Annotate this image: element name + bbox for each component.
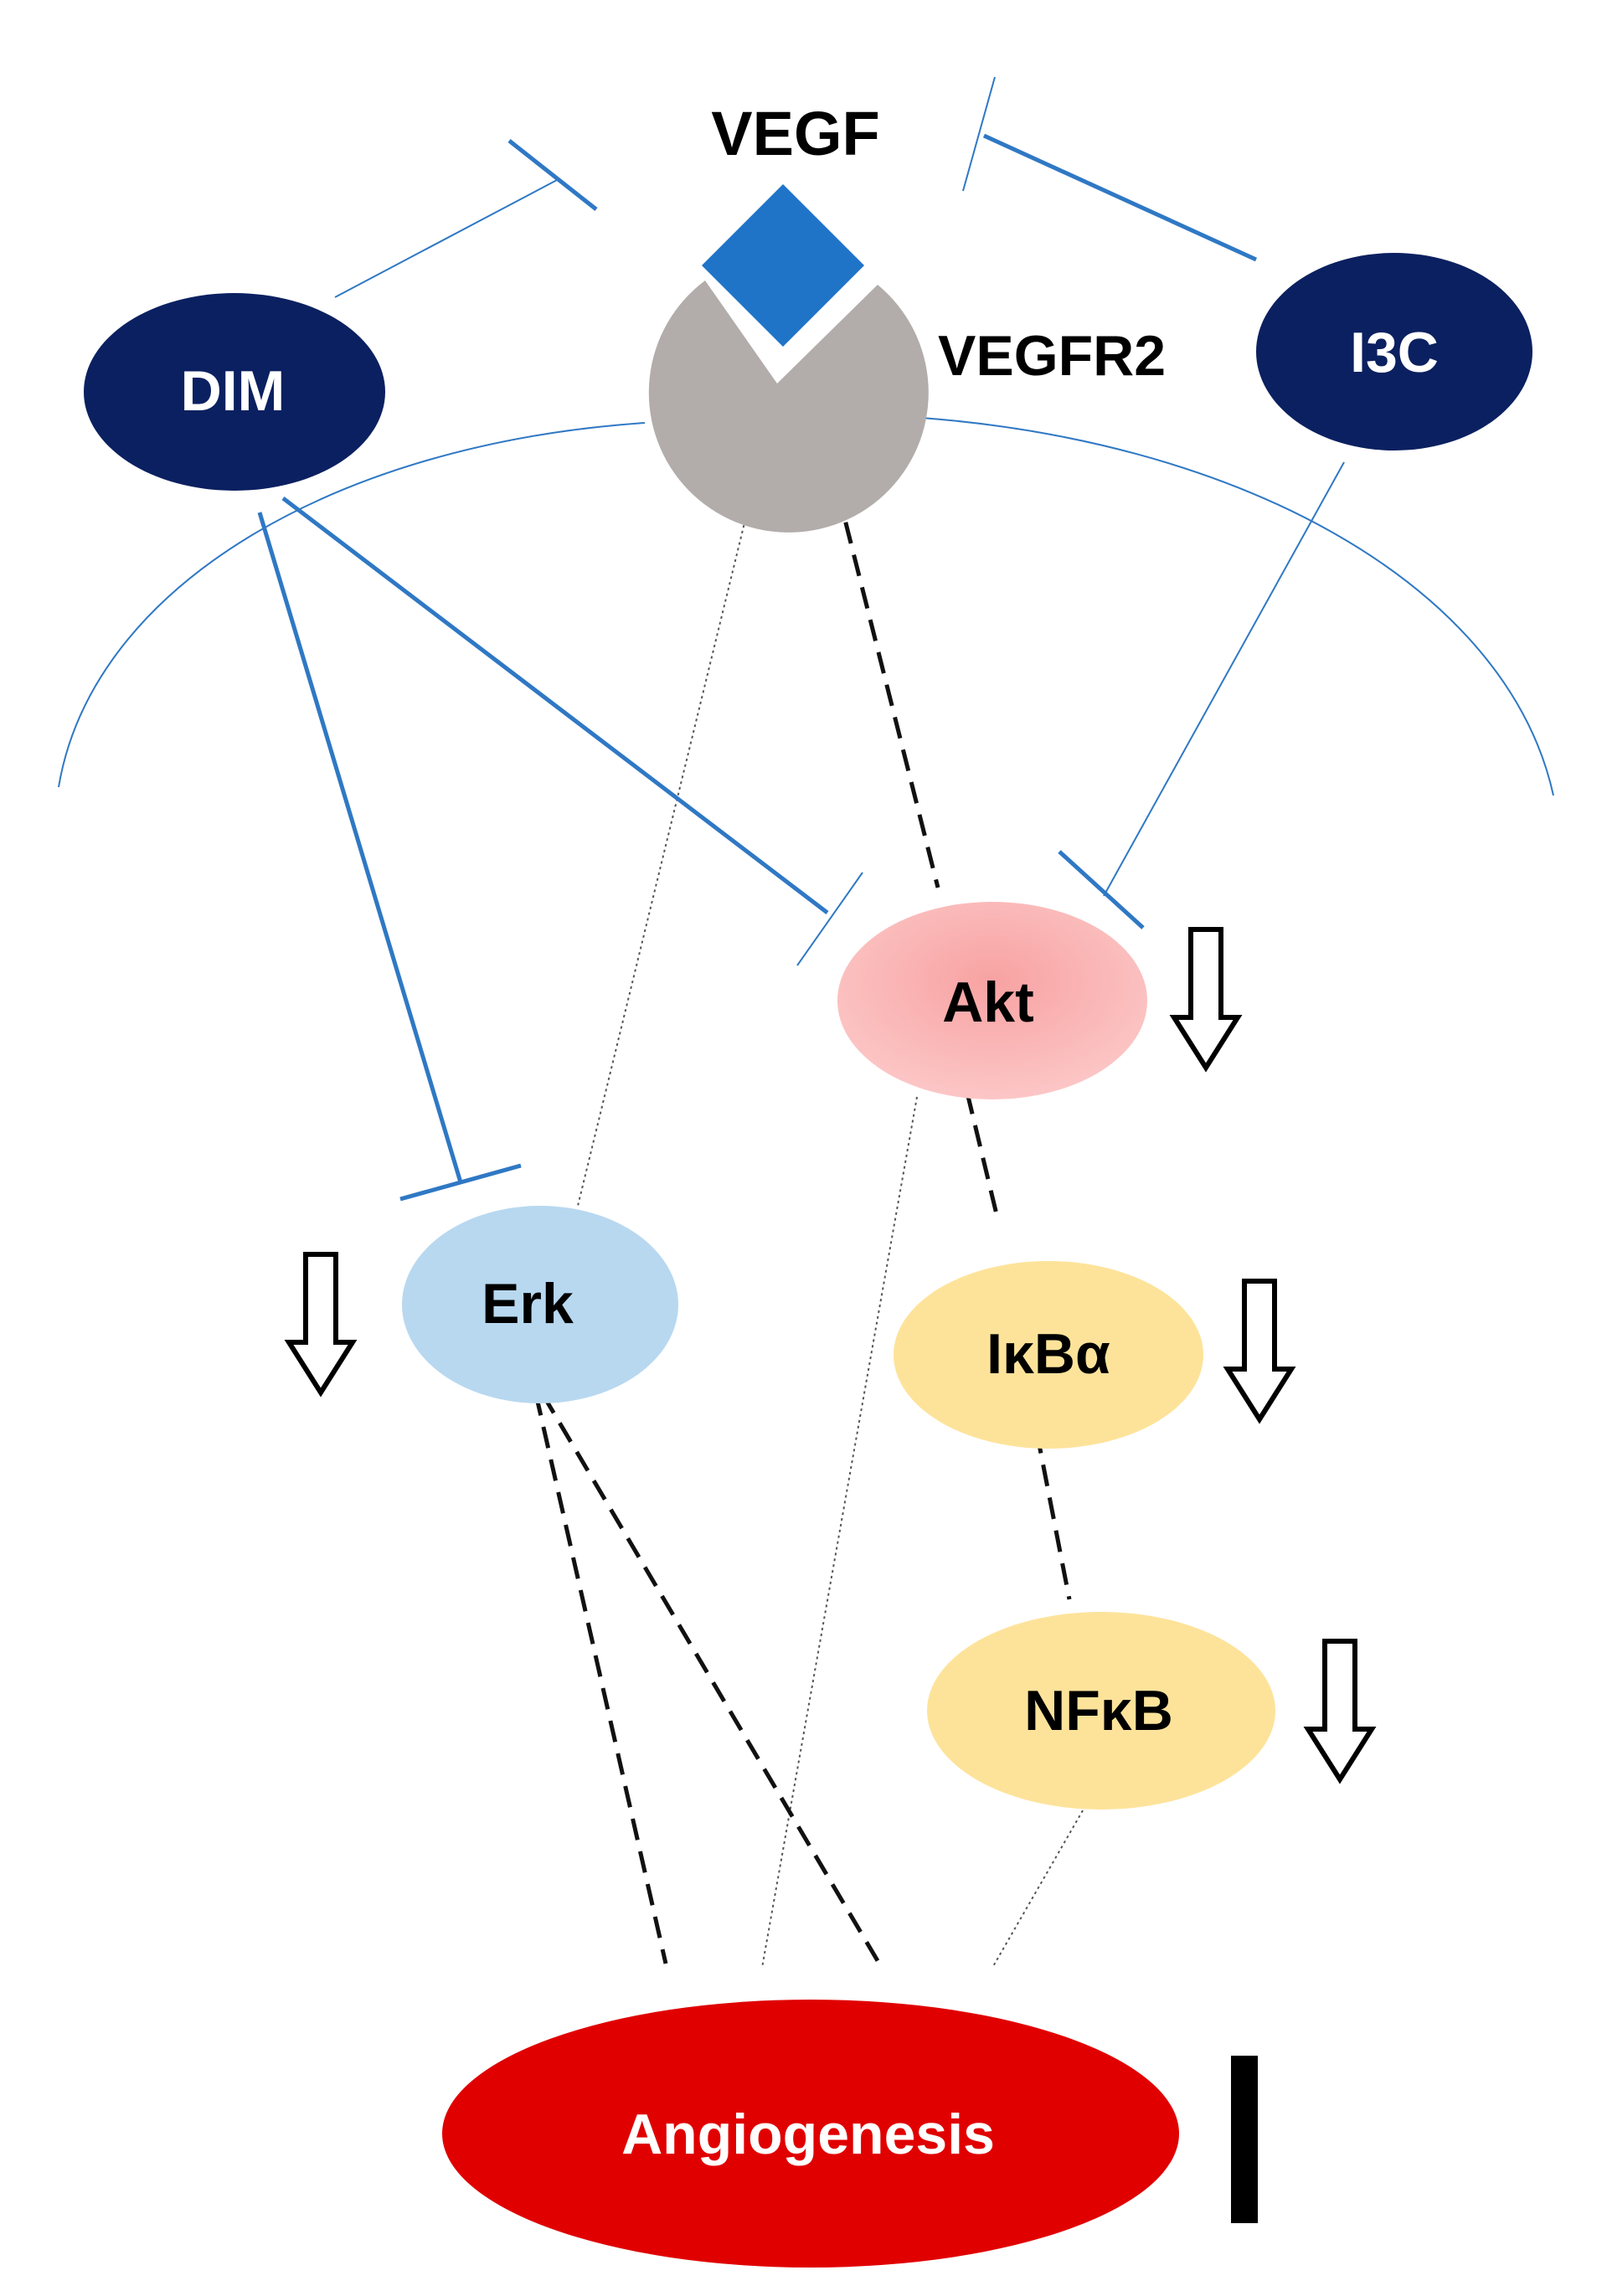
thin-dotted-links	[577, 502, 1089, 1969]
link-erk-angiogenesis-2	[540, 1393, 882, 1965]
down-arrows	[284, 927, 1377, 1784]
dashed-links	[533, 489, 1072, 1965]
link-ikba-nfkb	[1034, 1431, 1072, 1600]
inhibit-dim-erk-line	[257, 512, 463, 1183]
ikba-node	[894, 1261, 1203, 1449]
inhibition-links	[257, 76, 1345, 1202]
vegfr2-receptor	[648, 281, 929, 533]
akt-down-arrow-icon	[1169, 927, 1243, 1073]
angiogenesis-label: Angiogenesis	[621, 2103, 995, 2166]
nfkb-label: NFκB	[1024, 1679, 1173, 1743]
ikba-label: IκBα	[986, 1322, 1110, 1386]
link-vegfr2-akt	[835, 489, 940, 888]
erk-node	[402, 1206, 678, 1403]
inhibit-dim-akt-bar	[796, 872, 863, 966]
angiogenesis-inhibition-bar-icon	[1231, 2056, 1258, 2223]
vegfr2-shape	[648, 281, 929, 533]
i3c-label: I3C	[1350, 321, 1439, 384]
nfkb-node	[927, 1612, 1275, 1810]
link-akt-angiogenesis	[761, 1096, 918, 1969]
inhibit-dim-erk-bar	[399, 1163, 522, 1202]
link-vegfr2-erk	[577, 502, 750, 1207]
link-nfkb-angiogenesis	[991, 1799, 1089, 1969]
link-akt-ikba	[965, 1092, 999, 1215]
vegf-ligand	[702, 184, 864, 347]
akt-node	[837, 902, 1147, 1099]
akt-label: Akt	[942, 970, 1034, 1034]
erk-down-arrow-icon	[284, 1252, 358, 1398]
erk-label: Erk	[482, 1272, 574, 1336]
inhibit-dim-vegf-bar	[507, 139, 598, 211]
i3c-node	[1256, 253, 1532, 450]
inhibit-dim-akt-line	[281, 497, 829, 914]
dim-node	[84, 293, 385, 491]
inhibit-i3c-akt-bar	[1058, 850, 1145, 929]
ikba-down-arrow-icon	[1223, 1279, 1296, 1424]
vegf-label: VEGF	[711, 99, 879, 168]
vegfr2-label: VEGFR2	[938, 324, 1166, 388]
dim-label: DIM	[181, 359, 286, 423]
inhibit-i3c-vegf-line	[982, 133, 1258, 262]
inhibit-i3c-vegf-bar	[962, 76, 996, 192]
link-erk-angiogenesis-1	[533, 1393, 668, 1964]
inhibit-dim-vegf-line	[334, 179, 558, 298]
angiogenesis-node	[442, 2000, 1179, 2268]
cell-membrane	[58, 415, 1554, 796]
inhibit-i3c-akt-line	[1103, 461, 1345, 897]
nfkb-down-arrow-icon	[1303, 1639, 1377, 1784]
